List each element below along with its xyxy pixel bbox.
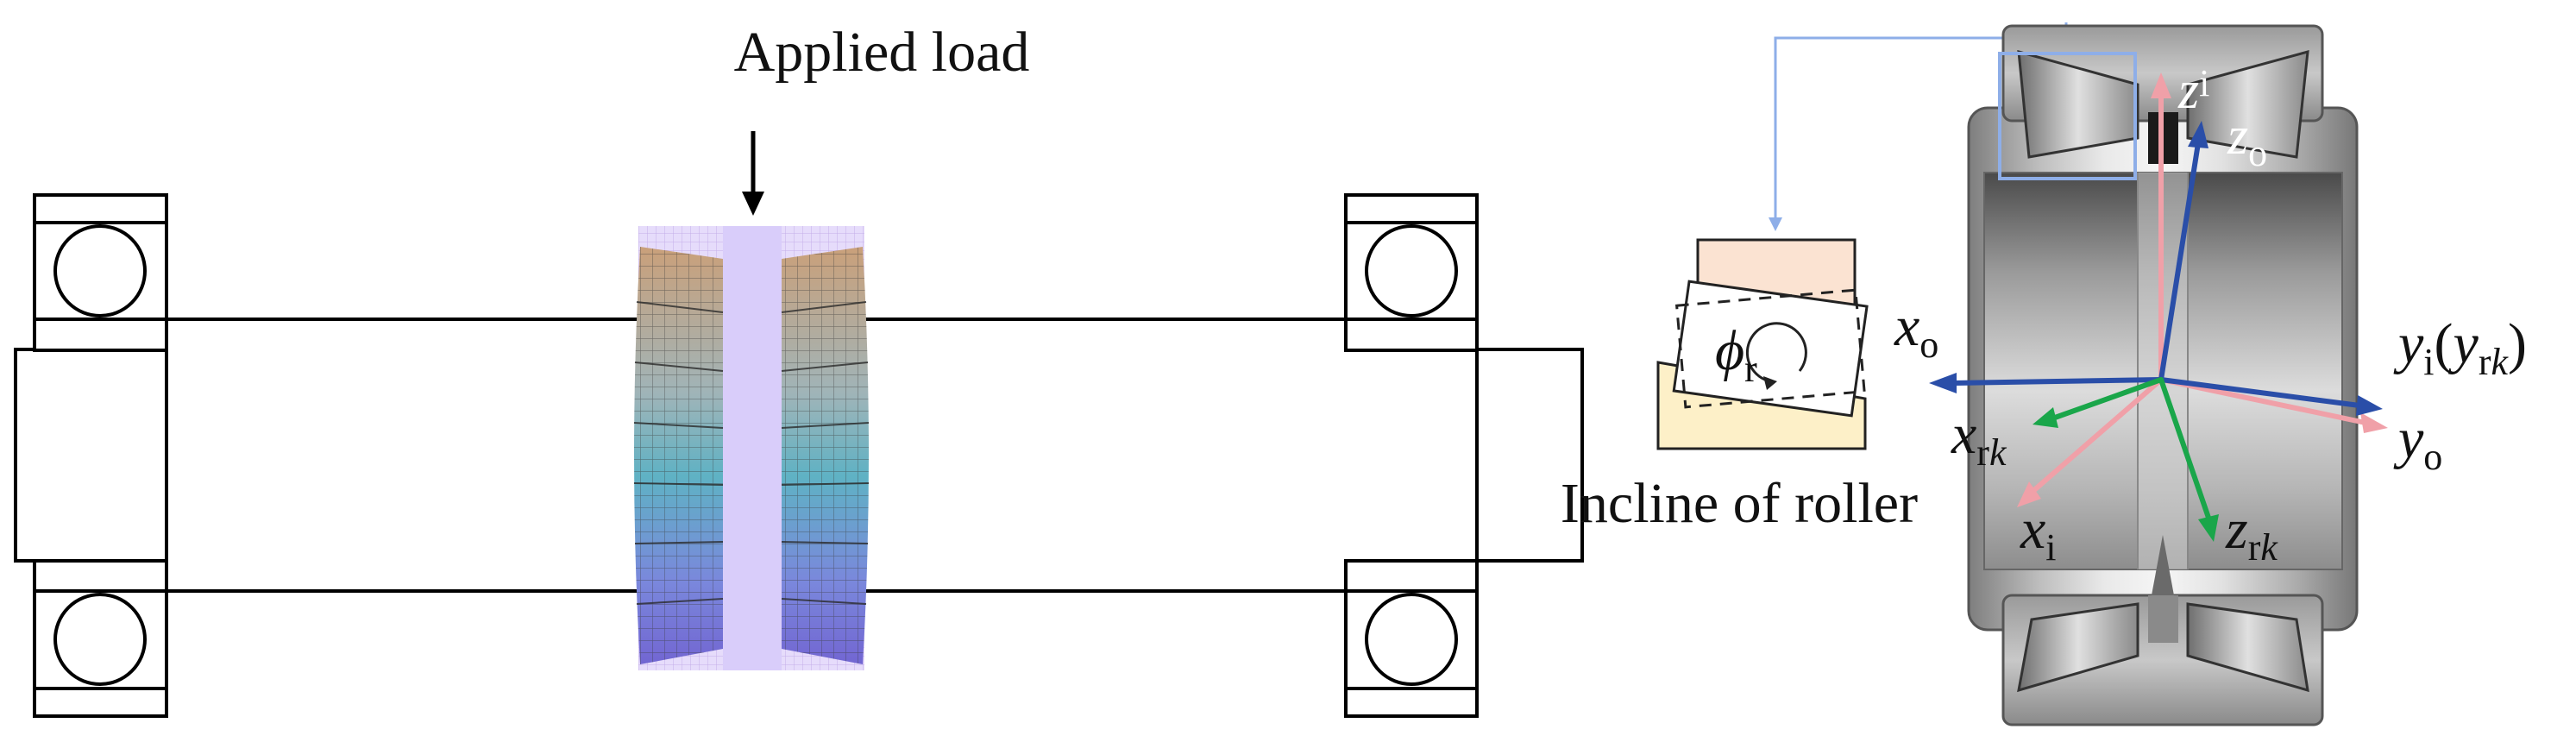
shaft [166,318,1346,593]
roller-detail-box [1998,52,2137,180]
nominal-roller-outline [1674,288,1866,409]
x-rk-axis-label: xrk [1951,403,2007,474]
fe-bearing-model [633,226,870,670]
outer-frame-axes [1929,121,2383,416]
x-i-axis-label: xi [2020,498,2057,569]
z-o-axis-label: zo [2227,107,2267,174]
applied-load-label: Applied load [734,21,1030,84]
applied-load-arrow [742,131,764,216]
phi-r-label: ϕr [1715,319,1757,390]
inner-frame-axes [2017,72,2388,507]
y-o-axis-label: yo [2393,407,2442,478]
left-support-bearing [14,193,168,718]
coordinate-axes [1929,72,2388,542]
incline-of-roller-label: Incline of roller [1561,472,1918,535]
y-i-axis-label: yi(yrk) [2393,312,2527,383]
lower-rollers [2017,595,2309,693]
shaft-assembly [14,193,1584,718]
x-o-axis-label: xo [1894,295,1938,366]
upper-rollers [2017,49,2309,164]
rotation-arrow-icon [1745,322,1807,383]
z-i-axis-label: zi [2177,61,2209,120]
tilted-roller [1672,280,1869,418]
z-rk-axis-label: zrk [2225,498,2278,569]
right-support-bearing [1344,193,1584,718]
roller-incline-inset: ϕr [1656,22,2068,450]
roller-frame-axes [2033,377,2219,542]
